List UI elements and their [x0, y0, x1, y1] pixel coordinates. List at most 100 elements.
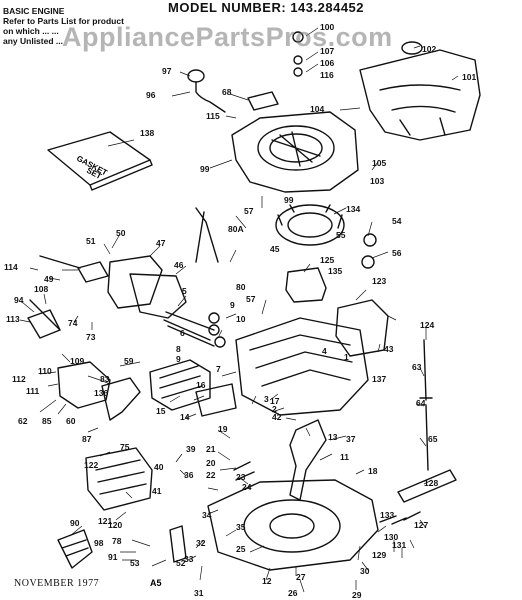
part-label: 107	[320, 46, 334, 56]
part-label: 57	[244, 206, 254, 216]
part-label: 15	[156, 406, 166, 416]
part-label: 8	[176, 344, 181, 354]
part-label: 99	[284, 195, 294, 205]
part-label: 122	[84, 460, 98, 470]
part-label: 59	[124, 356, 134, 366]
part-label: 64	[416, 398, 426, 408]
part-label: 33	[184, 554, 194, 564]
part-label: 109	[70, 356, 84, 366]
part-label: 97	[162, 66, 172, 76]
part-label: 127	[414, 520, 428, 530]
part-label: 30	[360, 566, 370, 576]
part-label: 6	[180, 328, 185, 338]
part-label: 17	[270, 396, 280, 406]
part-label: 106	[320, 58, 334, 68]
part-label: 53	[130, 558, 140, 568]
watermark: AppliancePartsPros.com	[62, 22, 393, 52]
part-label: 57	[246, 294, 256, 304]
part-label: 120	[108, 520, 122, 530]
part-label: 47	[156, 238, 166, 248]
part-label: 102	[422, 44, 436, 54]
part-label: 25	[236, 544, 246, 554]
part-label: 21	[206, 444, 216, 454]
part-label: 131	[392, 540, 406, 550]
part-label: 78	[112, 536, 122, 546]
part-label: 54	[392, 216, 402, 226]
air-cleaner-shape	[85, 447, 153, 511]
part-label: 27	[296, 572, 306, 582]
part-label: 138	[140, 128, 154, 138]
part-label: 35	[236, 522, 246, 532]
part-label: 91	[108, 552, 118, 562]
part-label: 42	[272, 412, 282, 422]
part-label: 20	[206, 458, 216, 468]
part-label: 136	[94, 388, 108, 398]
part-label: 108	[34, 284, 48, 294]
part-label: 45	[270, 244, 280, 254]
part-label: 83	[100, 374, 110, 384]
part-label: 73	[86, 332, 96, 342]
part-label: 85	[42, 416, 52, 426]
engine-base-25-shape	[207, 479, 379, 571]
part-label: 26	[288, 588, 298, 598]
part-label: 22	[206, 470, 216, 480]
part-label: 103	[370, 176, 384, 186]
model-number-value: 143.284452	[290, 0, 365, 15]
part-label: 55	[336, 230, 346, 240]
part-label: 94	[14, 295, 24, 305]
cylinder-block-1-shape	[235, 317, 369, 416]
part-label: 101	[462, 72, 476, 82]
note-line-3: any Unlisted ...	[3, 36, 63, 46]
part-label: 2	[272, 404, 277, 414]
part-label: 134	[346, 204, 360, 214]
part-label: 96	[146, 90, 156, 100]
part-label: 40	[154, 462, 164, 472]
part-label: 52	[176, 558, 186, 568]
part-label: 29	[352, 590, 362, 600]
flywheel-134-shape	[275, 204, 345, 246]
part-label: 99	[200, 164, 210, 174]
cylinder-head-7-shape	[149, 359, 211, 411]
part-label: 23	[236, 472, 246, 482]
part-label: 9	[176, 354, 181, 364]
part-label: 34	[202, 510, 212, 520]
part-label: 56	[392, 248, 402, 258]
part-label: 41	[152, 486, 162, 496]
basic-engine-note: BASIC ENGINE Refer to Parts List for pro…	[3, 6, 143, 46]
part-label: 10	[236, 314, 246, 324]
part-label: 74	[68, 318, 78, 328]
part-label: 24	[242, 482, 252, 492]
part-label: 87	[82, 434, 92, 444]
part-label: 49	[44, 274, 54, 284]
part-label: 14	[180, 412, 190, 422]
part-label: 3	[264, 394, 269, 404]
part-label: 130	[384, 532, 398, 542]
part-label: 135	[328, 266, 342, 276]
part-label: 111	[26, 386, 40, 396]
part-label: 116	[320, 70, 334, 80]
part-label: 60	[66, 416, 76, 426]
part-label: 68	[222, 87, 232, 97]
blower-housing-99-shape	[231, 111, 359, 193]
part-label: 62	[18, 416, 28, 426]
part-label: 11	[340, 452, 349, 462]
part-label: 63	[412, 362, 422, 372]
part-label: 80	[236, 282, 246, 292]
part-label: 46	[174, 260, 184, 270]
part-label: 104	[310, 104, 324, 114]
footer-code: A5	[150, 578, 162, 588]
part-label: 123	[372, 276, 386, 286]
part-label: 98	[94, 538, 104, 548]
part-label: 112	[12, 374, 26, 384]
part-label: 124	[420, 320, 434, 330]
note-line-2: on which ... ...	[3, 26, 59, 36]
part-label: 16	[196, 380, 206, 390]
part-label: 65	[428, 434, 438, 444]
fuel-cap-102-shape	[401, 41, 423, 55]
part-label: 43	[384, 344, 394, 354]
dipstick-shape	[419, 339, 433, 471]
part-label: 113	[6, 314, 20, 324]
part-label: 5	[182, 286, 187, 296]
